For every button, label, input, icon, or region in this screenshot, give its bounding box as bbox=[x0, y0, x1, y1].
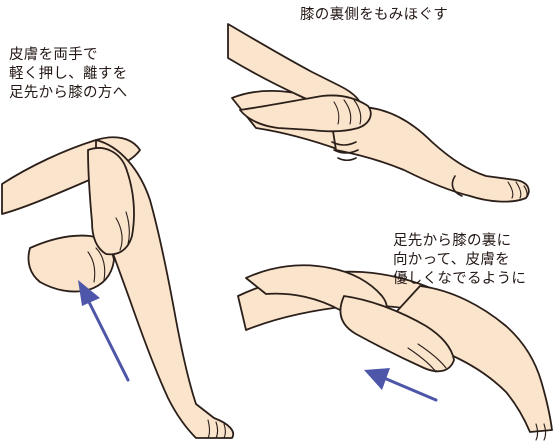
caption-line: 向かって、皮膚を bbox=[393, 251, 526, 270]
illustration-stroking bbox=[238, 265, 552, 440]
direction-arrow-bottom bbox=[384, 378, 436, 400]
caption-stroking: 足先から膝の裏に 向かって、皮膚を 優しくなでるように bbox=[393, 232, 526, 289]
direction-arrow-left bbox=[88, 300, 128, 380]
caption-line: 軽く押し、離すを bbox=[9, 65, 127, 84]
caption-press-release: 皮膚を両手で 軽く押し、離すを 足先から膝の方へ bbox=[9, 46, 127, 103]
caption-line: 足先から膝の裏に bbox=[393, 232, 526, 251]
caption-line: 皮膚を両手で bbox=[9, 46, 127, 65]
caption-knee-kneading: 膝の裏側をもみほぐす bbox=[300, 6, 448, 25]
illustration-press-release bbox=[2, 137, 233, 438]
caption-line: 優しくなでるように bbox=[393, 270, 526, 289]
lower-leg-bottom bbox=[376, 286, 552, 432]
caption-line: 足先から膝の方へ bbox=[9, 84, 127, 103]
illustration-knee-kneading bbox=[228, 24, 529, 202]
caption-line: 膝の裏側をもみほぐす bbox=[300, 6, 448, 25]
